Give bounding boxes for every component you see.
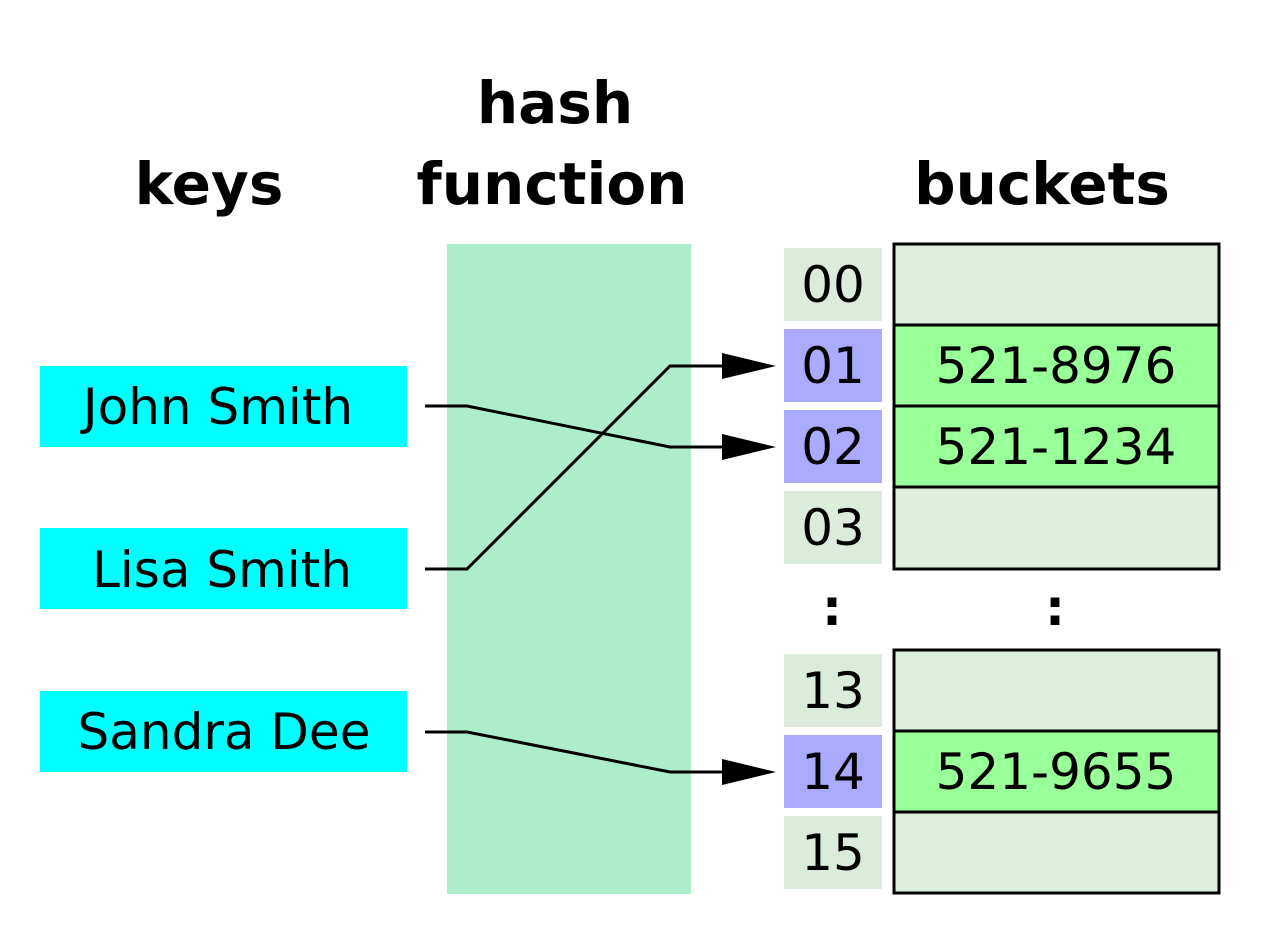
- key-label: John Smith: [80, 378, 353, 436]
- bucket-cell: [892, 648, 1221, 733]
- hash-function-heading-line2: function: [417, 150, 688, 218]
- key-item: Lisa Smith: [40, 528, 407, 609]
- key-box: [40, 528, 407, 609]
- bucket-entry: [892, 485, 1221, 571]
- hash-function-heading-line1: hash: [477, 69, 633, 137]
- bucket-cell: [892, 485, 1221, 571]
- bucket-cell: [892, 810, 1221, 895]
- bucket-cell: [892, 242, 1221, 327]
- key-item: John Smith: [40, 366, 407, 447]
- key-item: Sandra Dee: [40, 691, 407, 772]
- bucket-index-cell: [784, 735, 882, 808]
- bucket-index-label: 13: [801, 662, 865, 720]
- bucket-value: 521-1234: [936, 418, 1177, 476]
- bucket-index: 01: [784, 329, 882, 402]
- bucket-index-cell: [784, 654, 882, 727]
- bucket-value: 521-8976: [936, 337, 1177, 395]
- bucket-index-cell: [784, 491, 882, 564]
- arrow-line-sandra-dee: [425, 730, 725, 774]
- bucket-entry: 521-8976: [892, 323, 1221, 408]
- index-ellipsis: :: [822, 579, 842, 637]
- arrow-line-lisa-smith: [425, 364, 725, 571]
- bucket-index-cell: [784, 248, 882, 321]
- arrowhead-icon: [722, 434, 776, 460]
- buckets-heading: buckets: [914, 150, 1170, 218]
- key-box: [40, 691, 407, 772]
- bucket-index-label: 01: [801, 337, 865, 395]
- bucket-cell: [892, 323, 1221, 408]
- bucket-ellipsis: :: [1045, 579, 1065, 637]
- bucket-index-label: 14: [801, 743, 865, 801]
- mapping-arrows: [425, 353, 776, 785]
- arrow-line-john-smith: [425, 404, 725, 449]
- key-list: John Smith Lisa Smith Sandra Dee: [40, 366, 407, 772]
- bucket-index: 03: [784, 491, 882, 564]
- bucket-index-label: 00: [801, 256, 865, 314]
- bucket-value: 521-9655: [936, 743, 1177, 801]
- bucket-index: 00: [784, 248, 882, 321]
- bucket-entry: [892, 242, 1221, 327]
- bucket-index-label: 02: [801, 418, 865, 476]
- bucket-index-column: 00 01 02 03 13 14 15: [784, 248, 882, 889]
- bucket-index-cell: [784, 816, 882, 889]
- mapping-arrow: [425, 404, 776, 460]
- arrowhead-icon: [722, 759, 776, 785]
- bucket-entry: 521-9655: [892, 729, 1221, 814]
- key-box: [40, 366, 407, 447]
- bucket-entry: [892, 648, 1221, 733]
- mapping-arrow: [425, 353, 776, 571]
- key-label: Sandra Dee: [78, 703, 371, 761]
- bucket-entry: 521-1234: [892, 404, 1221, 489]
- key-label: Lisa Smith: [92, 541, 352, 599]
- bucket-index: 15: [784, 816, 882, 889]
- bucket-cell: [892, 729, 1221, 814]
- bucket-index: 14: [784, 735, 882, 808]
- bucket-index-cell: [784, 329, 882, 402]
- arrowhead-icon: [722, 353, 776, 379]
- bucket-entry: [892, 810, 1221, 895]
- bucket-index-label: 15: [801, 824, 865, 882]
- keys-heading: keys: [135, 150, 284, 218]
- mapping-arrow: [425, 730, 776, 785]
- hash-function-box: [447, 244, 691, 894]
- bucket-index: 13: [784, 654, 882, 727]
- bucket-value-column: 521-8976 521-1234 521-9655: [892, 242, 1221, 895]
- bucket-index: 02: [784, 410, 882, 483]
- bucket-cell: [892, 404, 1221, 489]
- bucket-index-cell: [784, 410, 882, 483]
- bucket-index-label: 03: [801, 499, 865, 557]
